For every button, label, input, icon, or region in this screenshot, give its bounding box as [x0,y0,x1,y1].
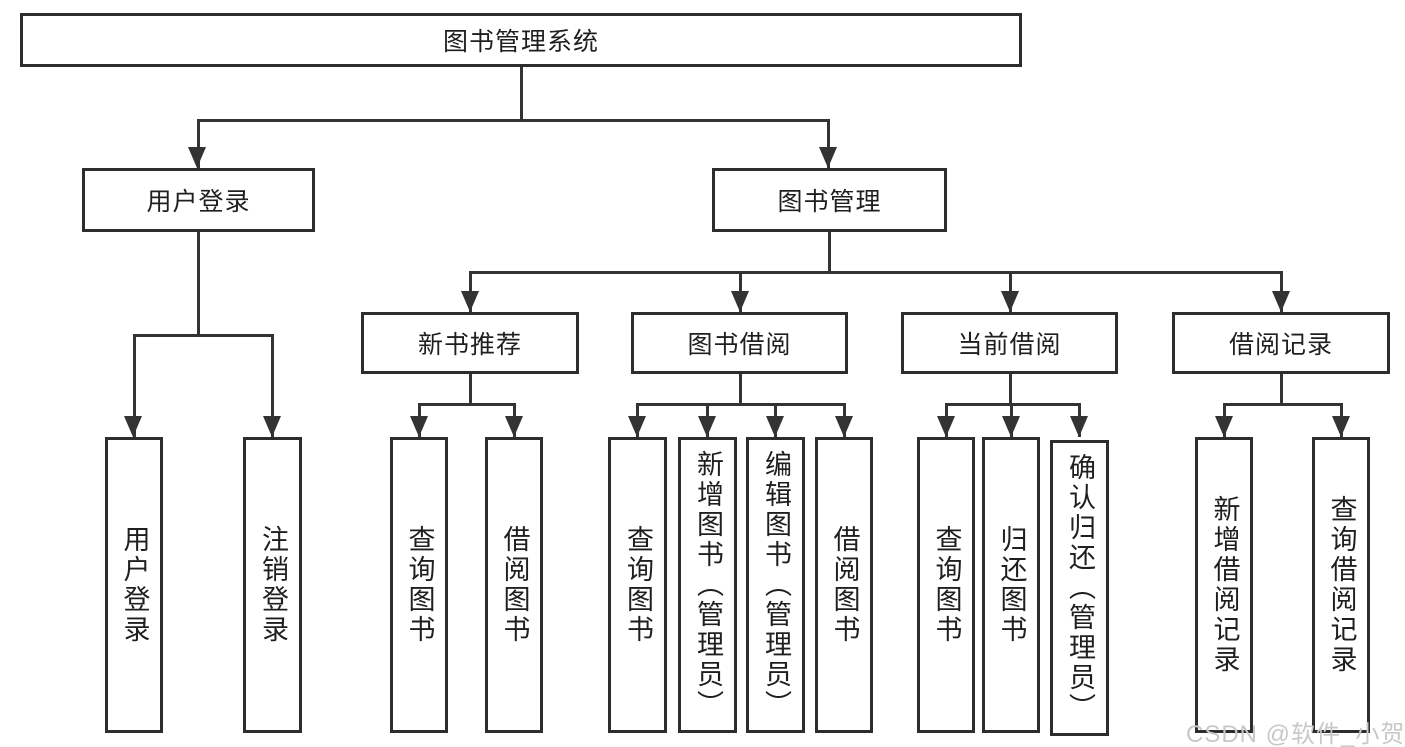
connector-vline [739,374,742,405]
node-current-borrowing-label: 当前借阅 [957,331,1062,359]
leaf-logout-login: 注销登录 [243,437,302,733]
connector-vline [520,67,523,120]
arrow-down-icon [1215,416,1233,437]
connector-vline [133,334,136,437]
leaf-borrow-books-recommend: 借阅图书 [485,437,543,733]
node-new-book-recommendation: 新书推荐 [361,312,579,374]
leaf-borrow-books-recommend-label: 借阅图书 [499,525,530,645]
connector-hline [133,334,273,337]
node-user-login-label: 用户登录 [146,188,251,216]
connector-vline [827,119,830,168]
node-borrowing-records: 借阅记录 [1172,312,1390,374]
arrow-down-icon [1002,416,1020,437]
leaf-edit-books-admin: 编辑图书（管理员） [746,437,805,733]
arrow-down-icon [835,416,853,437]
leaf-logout-login-label: 注销登录 [258,525,288,645]
leaf-query-books-recommend-label: 查询图书 [404,525,435,645]
leaf-return-books-label: 归还图书 [996,525,1027,645]
connector-vline [1009,374,1012,405]
leaf-user-login-label: 用户登录 [119,525,150,645]
node-book-management: 图书管理 [712,168,947,232]
connector-hline [469,271,1282,274]
leaf-confirm-return-admin: 确认归还（管理员） [1050,440,1109,736]
leaf-edit-books-admin-label: 编辑图书（管理员） [761,450,791,720]
connector-vline [469,374,472,405]
connector-hline [945,403,1080,406]
arrow-down-icon [937,416,955,437]
arrow-down-icon [819,147,837,168]
connector-vline [197,232,200,335]
arrow-down-icon [410,416,428,437]
node-current-borrowing: 当前借阅 [901,312,1118,374]
arrow-down-icon [731,291,749,312]
node-user-login: 用户登录 [82,168,315,232]
arrow-down-icon [1332,416,1350,437]
connector-vline [828,232,831,272]
connector-hline [197,119,830,122]
arrow-down-icon [1070,416,1088,437]
leaf-user-login: 用户登录 [105,437,163,733]
node-book-management-label: 图书管理 [777,188,882,216]
node-new-book-recommendation-label: 新书推荐 [417,331,522,359]
arrow-down-icon [124,416,142,437]
node-borrowing-records-label: 借阅记录 [1228,331,1333,359]
arrow-down-icon [698,416,716,437]
leaf-borrow-books: 借阅图书 [815,437,873,733]
arrow-down-icon [505,416,523,437]
leaf-add-books-admin: 新增图书（管理员） [678,437,737,733]
arrow-down-icon [628,416,646,437]
node-library-system: 图书管理系统 [20,13,1022,67]
arrow-down-icon [766,416,784,437]
node-library-system-label: 图书管理系统 [442,28,599,56]
arrow-down-icon [461,291,479,312]
leaf-add-borrow-record-label: 新增借阅记录 [1209,495,1240,675]
leaf-query-books-recommend: 查询图书 [390,437,448,733]
leaf-query-books-borrowing-label: 查询图书 [623,525,653,645]
leaf-return-books: 归还图书 [982,437,1040,733]
leaf-add-borrow-record: 新增借阅记录 [1195,437,1253,733]
connector-hline [418,403,515,406]
arrow-down-icon [188,147,206,168]
connector-vline [271,334,274,437]
connector-hline [1223,403,1342,406]
leaf-query-borrow-record-label: 查询借阅记录 [1326,495,1357,675]
leaf-confirm-return-admin-label: 确认归还（管理员） [1065,453,1095,723]
connector-vline [1280,374,1283,405]
arrow-down-icon [263,416,281,437]
arrow-down-icon [1001,291,1019,312]
leaf-query-books-current-label: 查询图书 [931,525,962,645]
csdn-watermark: CSDN @软件_小贺同学 [1186,721,1405,747]
leaf-add-books-admin-label: 新增图书（管理员） [693,450,723,720]
leaf-query-books-current: 查询图书 [917,437,975,733]
node-book-borrowing: 图书借阅 [631,312,848,374]
leaf-query-books-borrowing: 查询图书 [608,437,667,733]
leaf-query-borrow-record: 查询借阅记录 [1312,437,1370,733]
leaf-borrow-books-label: 借阅图书 [829,525,860,645]
connector-vline [197,119,200,168]
node-book-borrowing-label: 图书借阅 [687,331,792,359]
arrow-down-icon [1272,291,1290,312]
connector-hline [636,403,845,406]
